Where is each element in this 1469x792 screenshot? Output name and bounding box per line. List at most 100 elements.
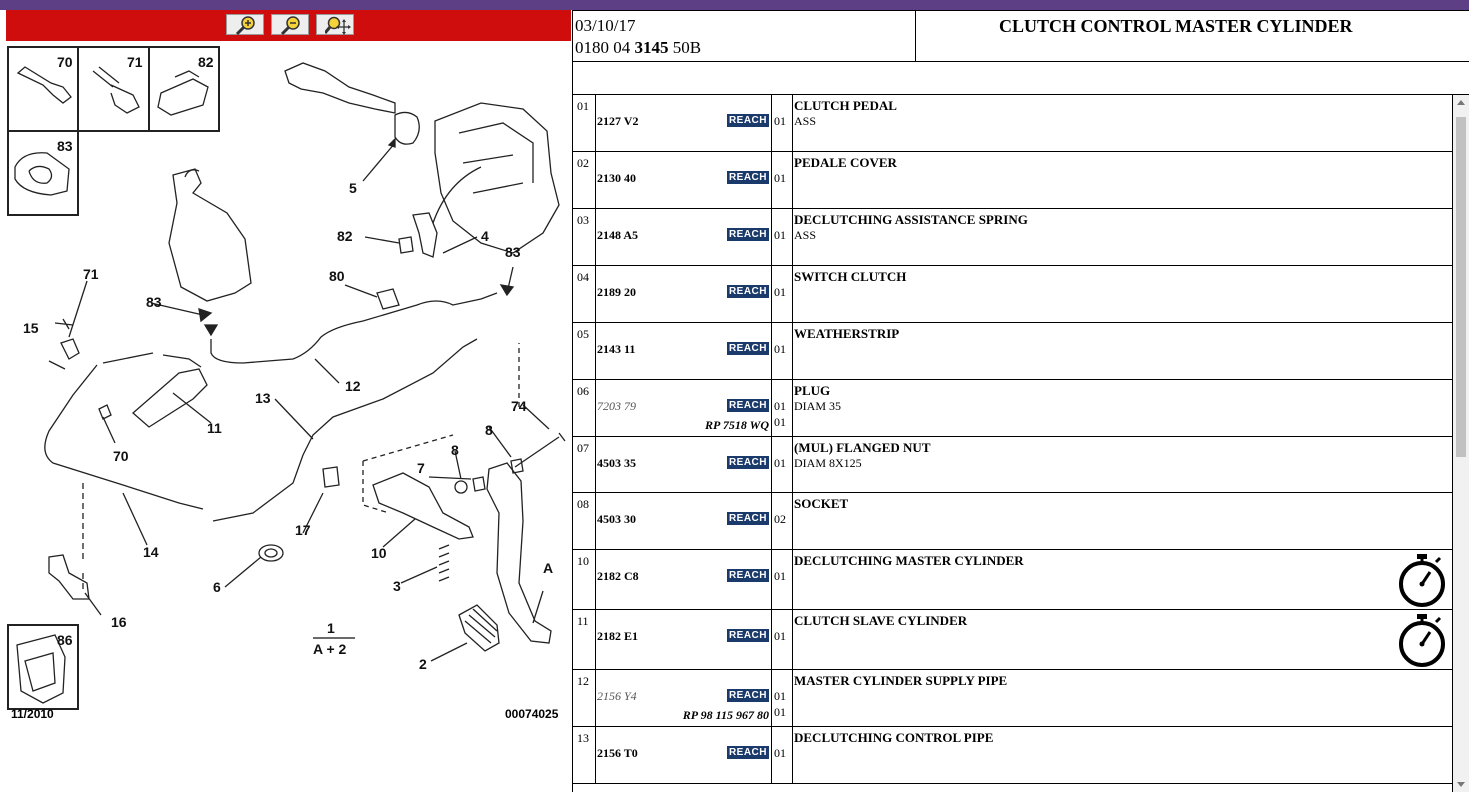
quantity: 01 [774, 689, 786, 703]
inset-label-70: 70 [57, 54, 73, 70]
part-reference[interactable]: 2182 C8 [597, 569, 639, 583]
zoom-out-icon [280, 16, 300, 35]
parts-row[interactable]: 13 2156 T0 REACH 01 DECLUTCHING CONTROL PIPE [573, 727, 1452, 784]
parts-panel: 03/10/17 0180 04 3145 50B CLUTCH CONTROL… [572, 10, 1469, 792]
reach-badge[interactable]: REACH [726, 285, 769, 298]
row-reference-cell: 2189 20 REACH [595, 266, 772, 322]
reach-badge[interactable]: REACH [726, 569, 769, 582]
part-reference[interactable]: 2130 40 [597, 171, 636, 185]
row-description-cell: MASTER CYLINDER SUPPLY PIPE [792, 670, 1452, 726]
callout-4: 4 [481, 228, 489, 244]
callout-70: 70 [113, 448, 129, 464]
part-reference[interactable]: 2189 20 [597, 285, 636, 299]
row-number: 08 [577, 497, 589, 511]
row-reference-cell: 2143 11 REACH [595, 323, 772, 379]
row-reference-cell: 7203 79 REACH RP 7518 WQ [595, 380, 772, 436]
row-number: 03 [577, 213, 589, 227]
parts-row[interactable]: 11 2182 E1 REACH 01 CLUTCH SLAVE CYLINDER [573, 610, 1452, 670]
callout-71: 71 [83, 266, 99, 282]
row-number: 11 [577, 614, 589, 628]
row-description-cell: CLUTCH SLAVE CYLINDER [792, 610, 1452, 669]
row-number: 12 [577, 674, 589, 688]
part-reference[interactable]: 2182 E1 [597, 629, 639, 643]
scroll-down-arrow-icon[interactable] [1457, 782, 1465, 787]
part-reference[interactable]: 4503 35 [597, 456, 636, 470]
diagram-panel: 70 71 82 83 86 5 82 4 83 71 15 83 80 12 … [3, 10, 571, 790]
stopwatch-icon[interactable] [1397, 552, 1447, 613]
row-quantity-cell: 02 [771, 493, 793, 549]
part-reference[interactable]: 7203 79 [597, 399, 636, 413]
part-description: DECLUTCHING CONTROL PIPE [794, 730, 994, 745]
row-reference-cell: 2127 V2 REACH [595, 95, 772, 151]
part-reference[interactable]: 2127 V2 [597, 114, 639, 128]
exploded-parts-diagram[interactable]: 70 71 82 83 86 5 82 4 83 71 15 83 80 12 … [3, 43, 571, 733]
callout-15: 15 [23, 320, 39, 336]
callout-a: A [543, 560, 553, 576]
reach-badge[interactable]: REACH [726, 512, 769, 525]
row-quantity-cell: 01 [771, 550, 793, 609]
part-description: WEATHERSTRIP [794, 326, 900, 341]
part-reference[interactable]: 2143 11 [597, 342, 636, 356]
scroll-up-arrow-icon[interactable] [1457, 100, 1465, 105]
row-number: 13 [577, 731, 589, 745]
row-reference-cell: 2156 T0 REACH [595, 727, 772, 783]
part-description: SWITCH CLUTCH [794, 269, 907, 284]
reach-badge[interactable]: REACH [726, 746, 769, 759]
quantity: 01 [774, 746, 786, 760]
parts-header: 03/10/17 0180 04 3145 50B CLUTCH CONTROL… [572, 10, 1469, 62]
part-description: DECLUTCHING MASTER CYLINDER [794, 553, 1024, 568]
row-quantity-cell: 01 [771, 266, 793, 322]
part-description: PLUG [794, 383, 831, 398]
reach-badge[interactable]: REACH [726, 171, 769, 184]
reach-badge[interactable]: REACH [726, 399, 769, 412]
quantity-secondary: 01 [774, 705, 786, 719]
part-reference[interactable]: 2156 T0 [597, 746, 638, 760]
callout-17: 17 [295, 522, 311, 538]
row-description-cell: DECLUTCHING CONTROL PIPE [792, 727, 1452, 783]
reach-badge[interactable]: REACH [726, 342, 769, 355]
row-number-cell: 06 [573, 380, 596, 436]
parts-row[interactable]: 12 2156 Y4 REACH RP 98 115 967 80 01 01 MASTER… [573, 670, 1452, 727]
reach-badge[interactable]: REACH [726, 456, 769, 469]
part-reference[interactable]: 4503 30 [597, 512, 636, 526]
zoom-out-button[interactable] [271, 14, 309, 35]
zoom-pan-button[interactable] [316, 14, 354, 35]
part-reference[interactable]: 2156 Y4 [597, 689, 637, 703]
callout-83-left: 83 [146, 294, 162, 310]
callout-8-left: 8 [451, 442, 459, 458]
reach-badge[interactable]: REACH [726, 114, 769, 127]
callout-7: 7 [417, 460, 425, 476]
reach-badge[interactable]: REACH [726, 228, 769, 241]
quantity: 01 [774, 629, 786, 643]
parts-scrollbar[interactable] [1453, 95, 1469, 792]
callout-6: 6 [213, 579, 221, 595]
quantity: 01 [774, 569, 786, 583]
header-meta: 03/10/17 0180 04 3145 50B [573, 11, 916, 62]
quantity: 01 [774, 399, 786, 413]
row-number-cell: 08 [573, 493, 596, 549]
part-reference[interactable]: 2148 A5 [597, 228, 639, 242]
reach-badge[interactable]: REACH [726, 689, 769, 702]
quantity: 01 [774, 285, 786, 299]
window-top-bar [0, 0, 1469, 10]
reach-badge[interactable]: REACH [726, 629, 769, 642]
zoom-in-button[interactable] [226, 14, 264, 35]
replacement-reference[interactable]: RP 7518 WQ [704, 418, 769, 432]
row-quantity-cell: 01 [771, 95, 793, 151]
replacement-reference[interactable]: RP 98 115 967 80 [682, 708, 769, 722]
callout-8-right: 8 [485, 422, 493, 438]
scrollbar-thumb[interactable] [1456, 117, 1466, 457]
row-reference-cell: 2148 A5 REACH [595, 209, 772, 265]
stopwatch-icon[interactable] [1397, 612, 1447, 673]
row-number-cell: 11 [573, 610, 596, 669]
